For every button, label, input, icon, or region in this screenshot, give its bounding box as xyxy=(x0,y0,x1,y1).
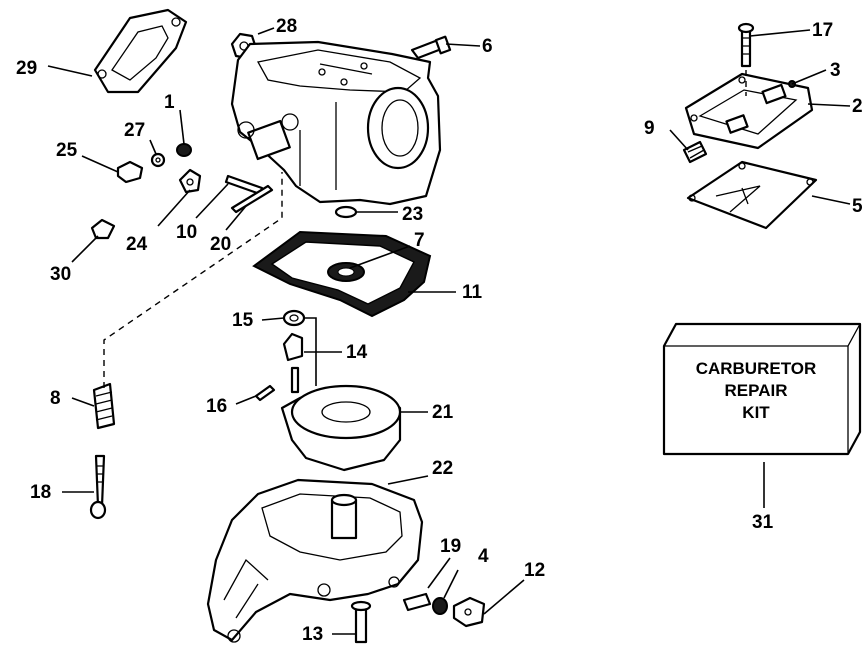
callout-11: 11 xyxy=(462,282,483,303)
callout-17: 17 xyxy=(812,20,833,41)
part-6-screw xyxy=(410,35,452,60)
leader-lines xyxy=(47,27,851,635)
callout-19: 19 xyxy=(440,536,461,557)
part-2-pump-cover xyxy=(684,72,814,150)
callout-2: 2 xyxy=(852,96,863,117)
callout-20: 20 xyxy=(210,234,231,255)
part-4-gasket xyxy=(432,597,448,615)
part-23-o-ring xyxy=(334,205,358,219)
callout-25: 25 xyxy=(56,140,78,161)
callout-22: 22 xyxy=(432,458,453,479)
callout-14: 14 xyxy=(346,342,368,363)
part-30-clip xyxy=(90,218,116,240)
part-19-spring xyxy=(402,592,432,612)
part-22-float-bowl xyxy=(206,478,424,643)
part-17-screw xyxy=(737,22,755,68)
callout-8: 8 xyxy=(50,388,61,409)
kit-label-line-1: CARBURETOR xyxy=(696,359,817,378)
callout-6: 6 xyxy=(482,36,493,57)
callout-28: 28 xyxy=(276,16,297,37)
part-13-screw xyxy=(350,600,372,644)
callout-15: 15 xyxy=(232,310,254,331)
part-18-needle xyxy=(89,454,107,520)
part-24-fitting xyxy=(178,168,202,194)
part-27-washer xyxy=(150,152,166,168)
part-14-needle-seat xyxy=(282,332,304,394)
callout-31: 31 xyxy=(752,512,774,533)
part-21-float xyxy=(280,384,402,472)
part-10-screw xyxy=(224,174,264,196)
callout-12: 12 xyxy=(524,560,545,581)
callout-21: 21 xyxy=(432,402,454,423)
part-20-pin xyxy=(230,184,274,214)
part-25-plug xyxy=(116,160,144,184)
callout-4: 4 xyxy=(478,546,489,567)
callout-3: 3 xyxy=(830,60,841,81)
callout-16: 16 xyxy=(206,396,227,417)
callout-1: 1 xyxy=(164,92,175,113)
callout-5: 5 xyxy=(852,196,863,217)
callout-13: 13 xyxy=(302,624,323,645)
callout-30: 30 xyxy=(50,264,71,285)
part-8-spring xyxy=(92,382,116,430)
callout-9: 9 xyxy=(644,118,655,139)
callout-27: 27 xyxy=(124,120,145,141)
part-1-washer xyxy=(176,143,192,157)
part-carburetor-body xyxy=(230,40,442,206)
callout-23: 23 xyxy=(402,204,423,225)
callout-10: 10 xyxy=(176,222,197,243)
part-15-washer xyxy=(282,309,306,327)
part-16-pin xyxy=(254,384,276,402)
part-29-flange-gasket xyxy=(93,8,188,94)
part-11-gasket xyxy=(252,230,432,318)
callout-29: 29 xyxy=(16,58,37,79)
callout-24: 24 xyxy=(126,234,148,255)
part-9-spring xyxy=(682,140,708,164)
assembly-line-needle xyxy=(103,172,283,388)
part-12-plug xyxy=(452,596,486,628)
callout-7: 7 xyxy=(414,230,425,251)
part-5-pump-diaphragm xyxy=(686,160,818,230)
kit-label-line-2: REPAIR xyxy=(725,381,788,400)
kit-label-line-3: KIT xyxy=(742,403,770,422)
part-31-repair-kit-box: CARBURETOR REPAIR KIT xyxy=(662,322,862,456)
callout-18: 18 xyxy=(30,482,51,503)
